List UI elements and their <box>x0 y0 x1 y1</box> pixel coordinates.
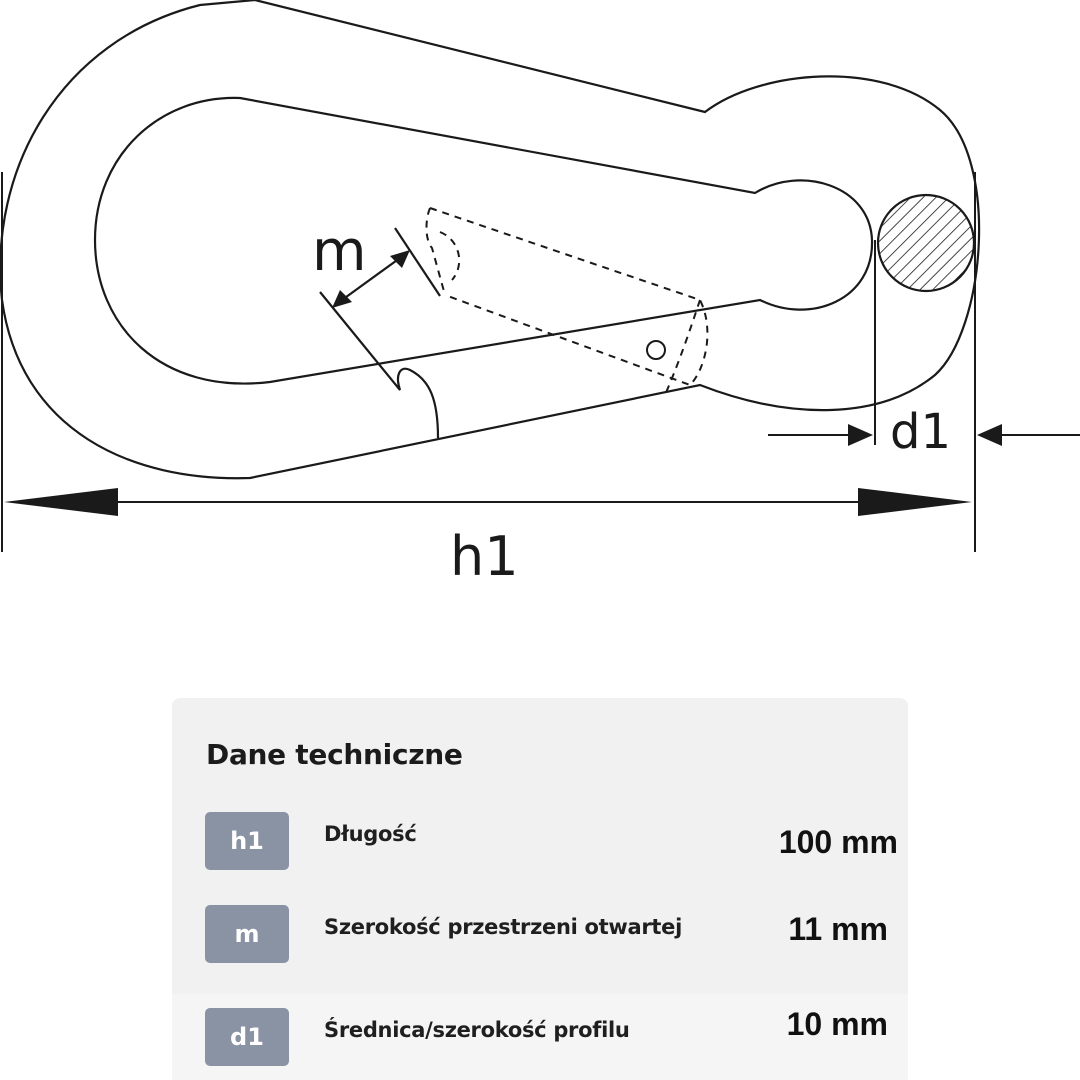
spec-value: 11 mm <box>788 911 888 947</box>
spec-row-gate-opening: m Szerokość przestrzeni otwartej 11 mm <box>172 905 908 965</box>
label-h1: h1 <box>450 525 519 588</box>
dimension-d1: d1 <box>768 172 1080 552</box>
wire-cross-section <box>876 193 976 293</box>
dimension-m: m <box>312 219 410 308</box>
spec-code-badge: d1 <box>205 1008 289 1066</box>
gate-hinge-pin <box>646 340 666 360</box>
carabiner-inner-outline <box>93 96 874 385</box>
jaw-notch <box>319 291 440 439</box>
spec-code-badge: m <box>205 905 289 963</box>
spec-value: 100 mm <box>778 824 898 860</box>
jaw-tip-line <box>394 227 441 297</box>
spec-value: 10 mm <box>786 1006 888 1042</box>
spec-row-length: h1 Długość 100 mm <box>172 812 908 872</box>
card-bottom-band <box>172 994 908 1080</box>
spec-label: Średnica/szerokość profilu <box>324 1018 630 1042</box>
carabiner-outer-outline <box>0 0 981 480</box>
card-title: Dane techniczne <box>206 738 463 771</box>
spec-label: Szerokość przestrzeni otwartej <box>324 915 683 939</box>
carabiner-diagram: m d1 h1 <box>0 0 1080 588</box>
gate-open-position <box>425 207 709 396</box>
label-d1: d1 <box>890 404 951 460</box>
spec-label: Długość <box>324 822 417 846</box>
label-m: m <box>312 219 367 284</box>
spec-row-profile-diameter: d1 Średnica/szerokość profilu 10 mm <box>172 1006 908 1068</box>
dimension-h1: h1 <box>1 172 972 588</box>
technical-data-card: Dane techniczne h1 Długość 100 mm m Szer… <box>172 698 908 1080</box>
spec-code-badge: h1 <box>205 812 289 870</box>
